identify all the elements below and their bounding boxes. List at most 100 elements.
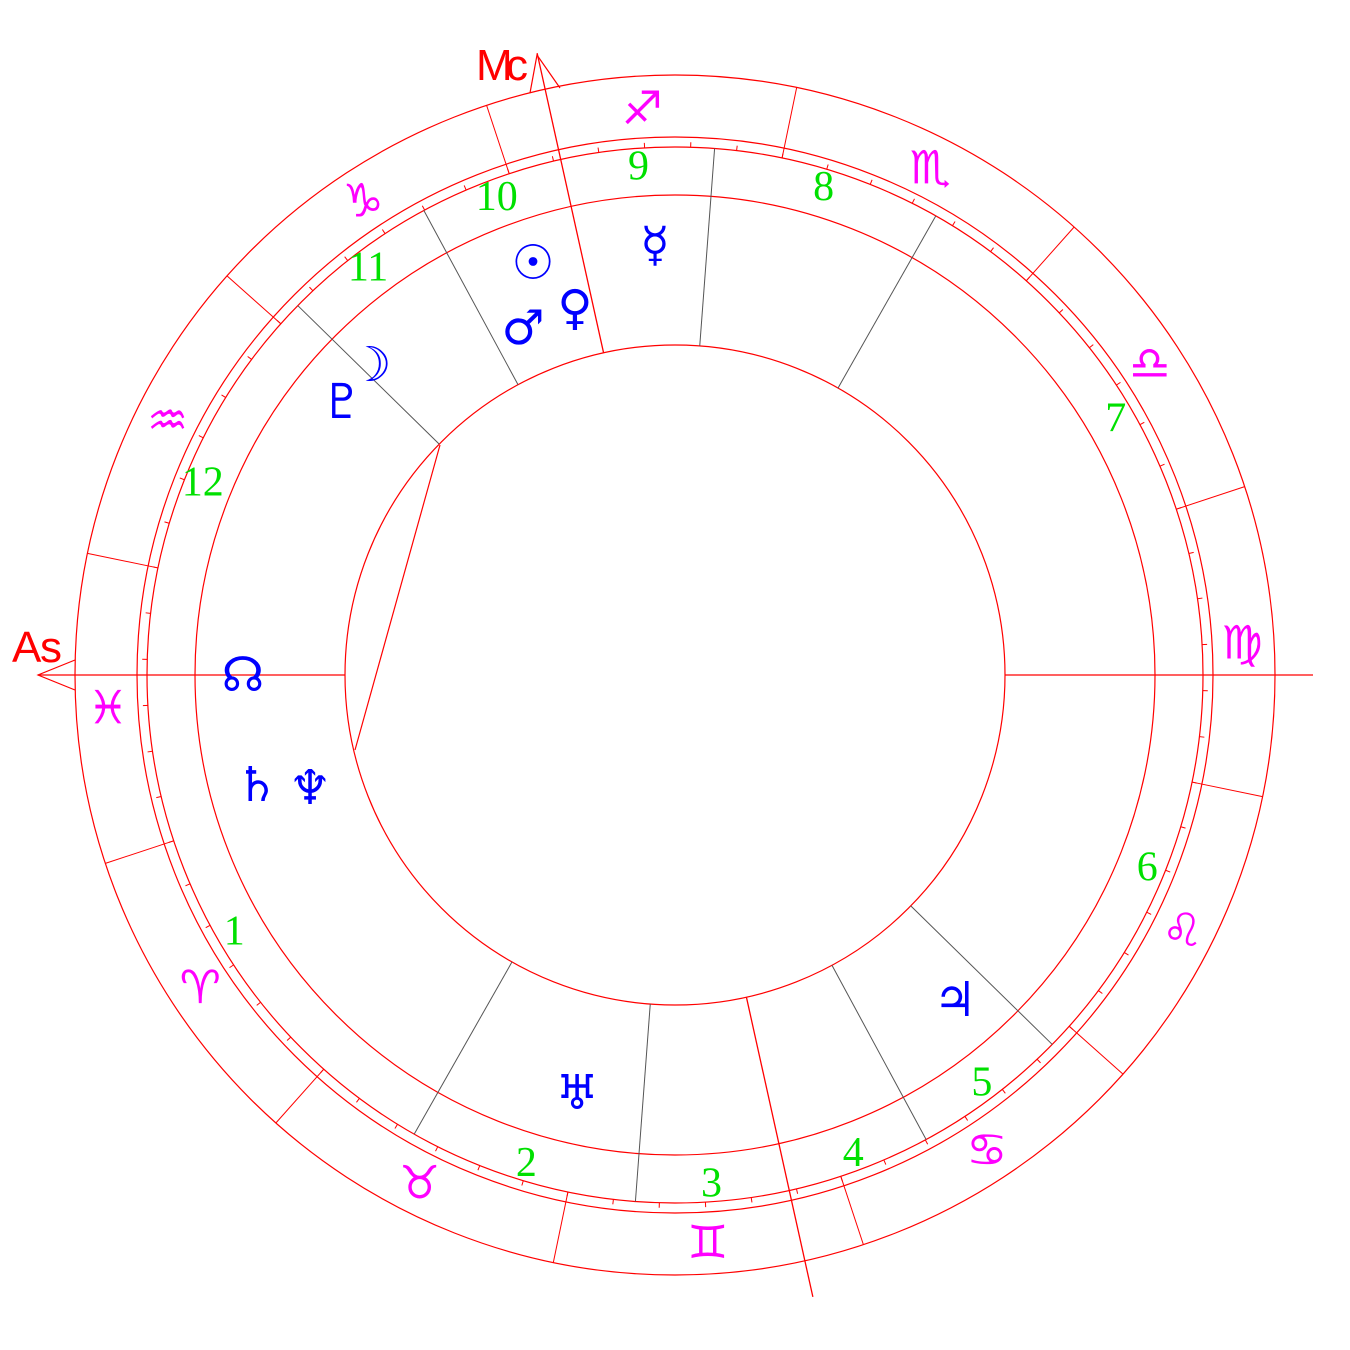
sign-aquarius-icon: ♒ (147, 393, 188, 447)
degree-tick (750, 1197, 753, 1203)
house-cusp-9 (699, 148, 716, 346)
degree-tick (1159, 463, 1165, 467)
house-number-3: 3 (701, 1161, 722, 1207)
house-number-12: 12 (182, 459, 224, 505)
degree-tick (463, 185, 467, 191)
sign-boundary (105, 840, 174, 864)
degree-tick (1098, 990, 1103, 994)
sign-libra-icon: ♎ (1129, 336, 1170, 390)
house-number-9: 9 (628, 143, 649, 189)
degree-tick (1139, 421, 1145, 426)
sign-pisces-icon: ♓ (87, 681, 128, 735)
house-cusp-3 (634, 1004, 651, 1202)
sign-cancer-icon: ♋ (966, 1123, 1007, 1177)
ascendant-arrow-icon (36, 659, 76, 691)
sign-boundary (226, 275, 282, 325)
planet-venus-icon: ♀ (557, 280, 592, 336)
midheaven-arrow-icon (529, 53, 561, 94)
degree-tick (1146, 911, 1152, 915)
sign-virgo-icon: ♍ (1221, 615, 1262, 669)
house-cusp-12 (297, 305, 440, 445)
sign-boundary (1191, 781, 1263, 798)
house-number-4: 4 (843, 1130, 864, 1176)
house-cusp-8 (837, 215, 937, 389)
degree-tick (795, 1188, 799, 1194)
sign-boundary (781, 87, 798, 159)
house-cusp-6 (910, 905, 1053, 1045)
degree-tick (883, 1159, 887, 1165)
sign-boundary (1176, 486, 1245, 510)
planet-moon-icon: ☽ (348, 337, 391, 393)
degree-tick (990, 247, 994, 252)
planet-uranus-icon: ♅ (555, 1065, 598, 1121)
degree-tick (147, 750, 153, 753)
degree-tick (1036, 1058, 1041, 1064)
planet-saturn-icon: ♄ (235, 757, 278, 813)
degree-tick (286, 1036, 292, 1041)
sign-sagittarius-icon: ♐ (622, 81, 663, 135)
house-number-11: 11 (348, 245, 388, 291)
degree-tick (229, 964, 234, 969)
degree-tick (145, 612, 151, 614)
degree-tick (1116, 381, 1121, 386)
sign-taurus-icon: ♉ (399, 1155, 440, 1209)
degree-tick (736, 145, 738, 151)
degree-tick (551, 156, 555, 162)
sign-leo-icon: ♌ (1162, 903, 1203, 957)
planet-neptune-icon: ♆ (288, 760, 331, 816)
house-number-7: 7 (1105, 395, 1126, 441)
inner-ring (344, 344, 1006, 1006)
house-number-5: 5 (971, 1059, 992, 1105)
degree-tick (1165, 869, 1171, 873)
house-number-2: 2 (516, 1140, 537, 1186)
degree-tick (156, 795, 162, 799)
degree-tick (1001, 1089, 1006, 1094)
degree-tick (1180, 826, 1186, 829)
sign-boundary (552, 1191, 569, 1263)
degree-tick (344, 256, 349, 261)
house-number-1: 1 (224, 909, 245, 955)
sign-scorpio-icon: ♏ (910, 141, 951, 195)
planet-pluto-icon: ♇ (320, 374, 363, 430)
degree-tick (247, 356, 252, 360)
planet-north-node-icon: ☊ (222, 647, 265, 703)
planet-mars-icon: ♂ (501, 300, 544, 356)
degree-tick (952, 221, 956, 227)
ascendant-label: As (12, 623, 62, 672)
degree-tick (179, 477, 185, 481)
sign-boundary (87, 552, 159, 569)
degree-tick (1197, 597, 1203, 600)
house-cusp-axis-4 (745, 997, 814, 1298)
sign-boundary (275, 1068, 325, 1124)
degree-tick (924, 1139, 929, 1145)
degree-tick (221, 394, 227, 398)
planet-sun-icon: ☉ (511, 235, 554, 291)
degree-tick (1199, 736, 1205, 738)
sign-gemini-icon: ♊ (687, 1215, 728, 1269)
degree-tick (381, 229, 386, 234)
house-cusp-2 (413, 961, 513, 1135)
house-cusp-11 (423, 210, 519, 385)
degree-tick (1089, 344, 1094, 349)
house-cusp-5 (831, 965, 927, 1140)
house-cusp-axis-10 (536, 52, 605, 353)
house-number-10: 10 (476, 174, 518, 220)
degree-tick (826, 164, 829, 170)
degree-tick (256, 1001, 261, 1006)
degree-tick (164, 521, 170, 524)
sign-capricorn-icon: ♑ (343, 173, 384, 227)
planet-mercury-icon: ☿ (640, 217, 669, 273)
sign-aries-icon: ♈ (180, 960, 221, 1014)
planet-jupiter-icon: ♃ (933, 972, 976, 1028)
degree-tick (1188, 551, 1194, 555)
degree-tick (356, 1098, 360, 1103)
sign-boundary (840, 1176, 864, 1245)
degree-tick (964, 1116, 969, 1121)
degree-tick (1058, 309, 1064, 314)
sign-boundary (1025, 226, 1075, 282)
degree-tick (309, 286, 314, 292)
degree-tick (421, 205, 426, 211)
inner-chord (354, 444, 441, 751)
